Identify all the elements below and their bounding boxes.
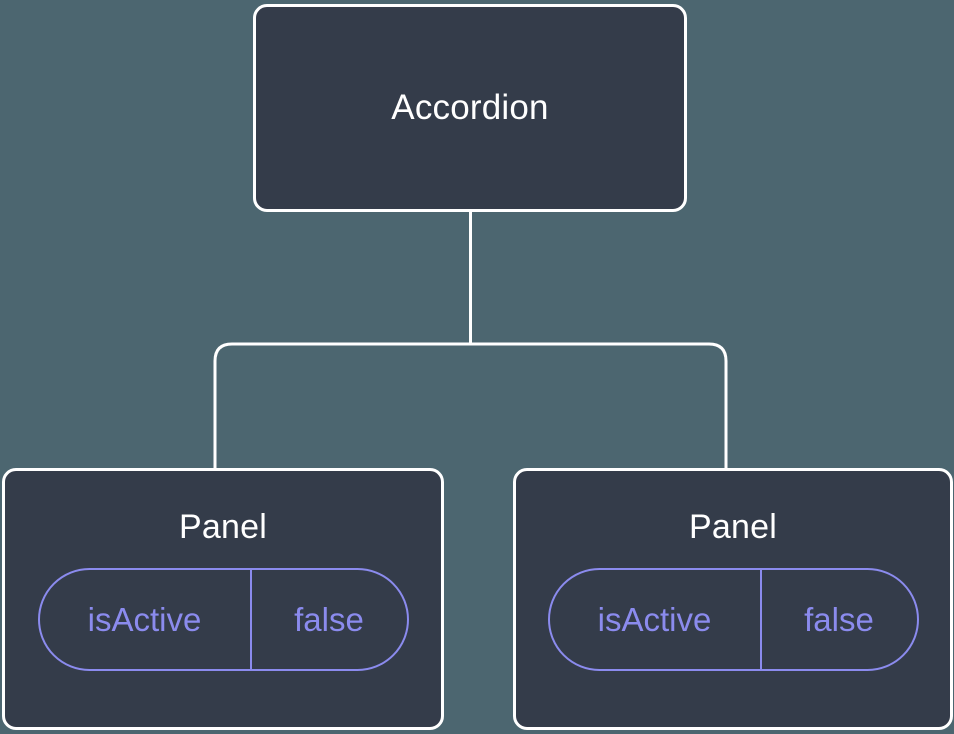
state-key-label: isActive [550,570,762,670]
state-key-label: isActive [40,570,252,670]
connector-branch-right [470,342,728,470]
state-pill-panel-2[interactable]: isActive false [547,568,919,672]
node-panel-1[interactable]: Panel isActive false [2,468,444,730]
node-accordion-title: Accordion [391,87,549,127]
node-panel-2[interactable]: Panel isActive false [513,468,953,730]
state-pill-panel-1[interactable]: isActive false [37,568,409,672]
state-value-label: false [294,600,364,638]
state-value-label: false [804,600,874,638]
node-panel-2-title: Panel [689,508,777,546]
node-accordion[interactable]: Accordion [253,4,687,212]
node-panel-1-title: Panel [179,508,267,546]
connector-branch-left [213,342,471,470]
